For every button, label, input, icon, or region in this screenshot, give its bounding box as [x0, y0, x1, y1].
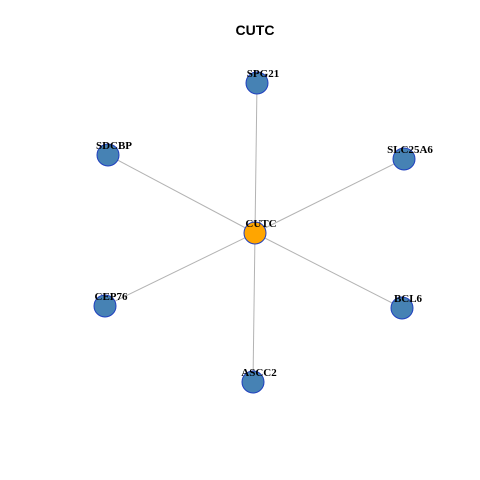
leaf-label-spg21: SPG21 — [247, 68, 279, 80]
leaf-node-ascc2 — [241, 370, 265, 394]
center-label-cutc: CUTC — [245, 218, 276, 230]
leaf-node-bcl6 — [390, 296, 414, 320]
leaf-label-bcl6: BCL6 — [394, 293, 423, 305]
leaf-node-slc25a6 — [392, 147, 416, 171]
edge-bcl6 — [254, 232, 403, 309]
leaf-label-cep76: CEP76 — [95, 291, 129, 303]
leaf-label-slc25a6: SLC25A6 — [387, 144, 433, 156]
edge-cep76 — [104, 232, 256, 307]
leaf-label-ascc2: ASCC2 — [241, 367, 277, 379]
leaf-node-cep76 — [93, 294, 117, 318]
graph-title: CUTC — [236, 22, 275, 38]
nodes-layer — [93, 71, 416, 394]
leaf-label-sdcbp: SDCBP — [96, 140, 132, 152]
edge-ascc2 — [252, 232, 256, 383]
leaf-node-sdcbp — [96, 143, 120, 167]
center-node-cutc — [243, 221, 267, 245]
edge-sdcbp — [107, 154, 256, 234]
edge-slc25a6 — [254, 158, 405, 234]
edges-layer — [104, 82, 405, 383]
edge-spg21 — [254, 82, 258, 234]
leaf-node-spg21 — [245, 71, 269, 95]
